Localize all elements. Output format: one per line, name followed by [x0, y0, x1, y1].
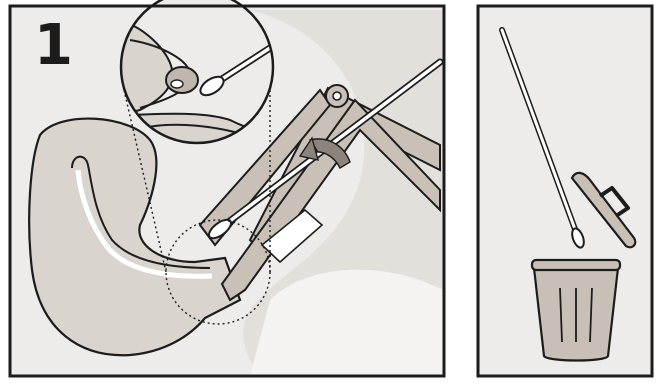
swab-tip	[208, 218, 232, 240]
speculum-hinge-pin	[332, 91, 342, 101]
speculum-window	[260, 208, 324, 264]
bin-lid	[570, 171, 637, 249]
bin-stripe-3	[589, 287, 593, 343]
zoom-inset	[119, 0, 275, 145]
callout-line-left	[123, 89, 167, 273]
step-number: 1	[34, 13, 73, 78]
cervical-canal	[71, 155, 211, 269]
speculum-lower-blade	[220, 98, 441, 302]
falling-swab-stick	[500, 28, 578, 234]
zoom-inset-background	[121, 0, 273, 143]
bin-stripe-1	[559, 287, 563, 343]
zoom-inset-border	[119, 0, 275, 145]
right-panel-border	[476, 4, 654, 378]
zoom-cervix	[165, 66, 199, 94]
bin-lid-handle	[598, 186, 630, 218]
trash-bin-rim	[530, 258, 622, 272]
left-panel	[8, 0, 446, 378]
zoom-os	[170, 79, 184, 89]
cervical-canal-highlight	[75, 169, 213, 279]
falling-swab-tip	[571, 227, 585, 249]
left-panel-border	[8, 4, 446, 378]
background-light-shape	[250, 269, 444, 376]
uterus-shape	[28, 117, 242, 357]
zoom-swab-tip	[199, 75, 225, 97]
rotate-arrow-head	[298, 136, 319, 161]
right-panel	[476, 4, 654, 378]
rotate-arrow-icon	[308, 138, 351, 169]
